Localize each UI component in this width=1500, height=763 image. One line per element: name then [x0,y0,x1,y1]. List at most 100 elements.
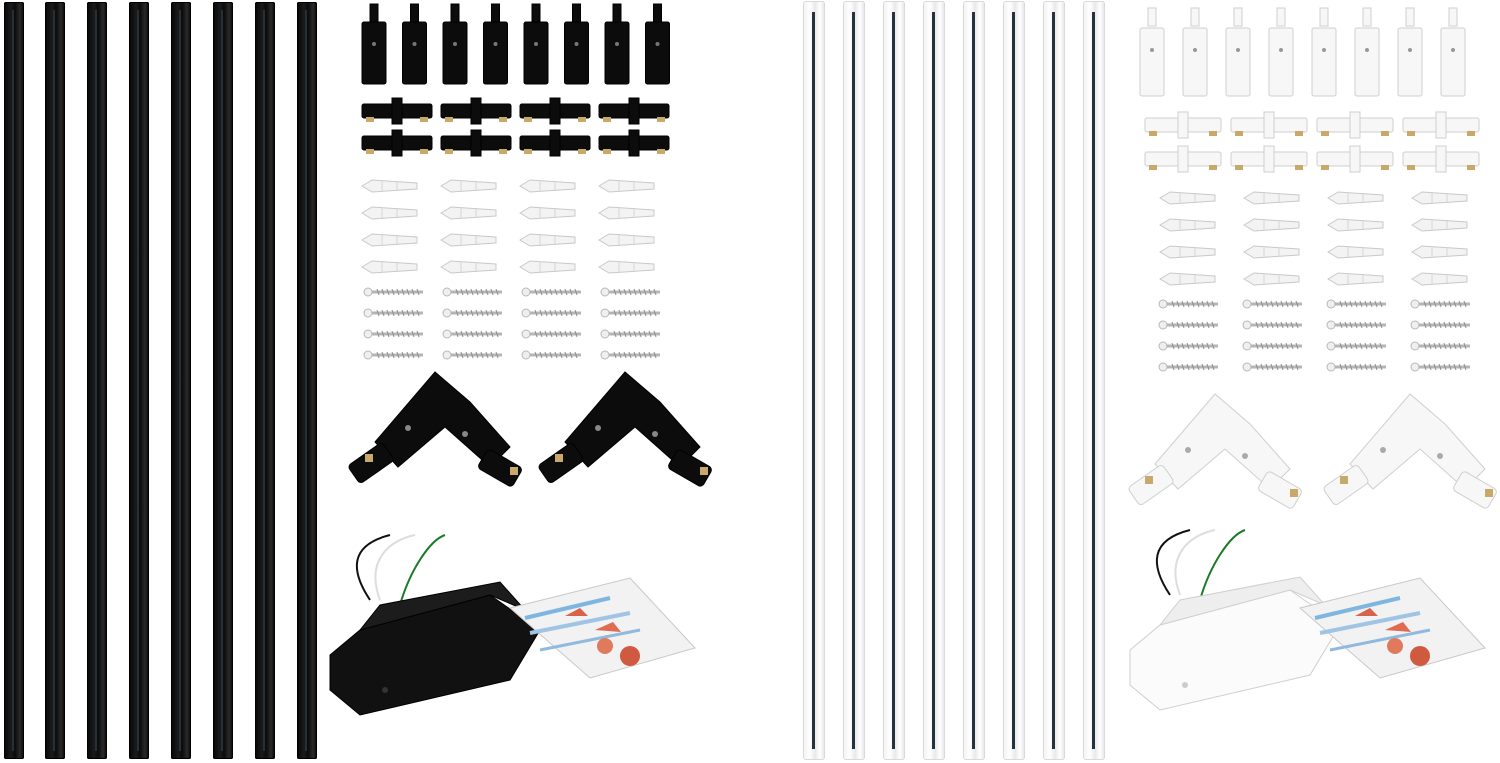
l-connector [538,371,712,487]
screw [363,350,423,360]
end-cap [1311,7,1337,97]
straight-connector [1230,145,1308,173]
straight-connector [1316,145,1394,173]
straight-connector [440,97,512,125]
l-connector [348,371,522,487]
screw [442,308,502,318]
wall-anchor [1243,191,1300,205]
end-cap [1397,7,1423,97]
screw [521,308,581,318]
end-cap [1354,7,1380,97]
wall-anchor [1159,245,1216,259]
track-rail [964,2,984,759]
screw [600,350,660,360]
track-rail [1084,2,1104,759]
hardware-parts [1128,7,1497,711]
straight-connector [440,129,512,157]
wall-anchor [519,260,576,274]
track-rail [129,2,149,759]
wall-anchor [598,179,655,193]
track-rail [45,2,65,759]
screw [1326,341,1386,351]
straight-connector [598,129,670,157]
wall-anchor [1159,218,1216,232]
track-rail [87,2,107,759]
track-rail [1004,2,1024,759]
screw [442,350,502,360]
end-cap [361,3,387,85]
end-cap [1139,7,1165,97]
screw [1410,299,1470,309]
screw [1326,320,1386,330]
screw [363,308,423,318]
hardware-parts [329,3,712,716]
wall-anchor [361,179,418,193]
screw [1326,299,1386,309]
end-cap [483,3,508,85]
wall-anchor [598,233,655,247]
end-cap [442,3,468,85]
screw [521,350,581,360]
track-rail [171,2,191,759]
wall-anchor [1327,191,1384,205]
end-cap [402,3,427,85]
screw [1242,299,1302,309]
straight-connector [1144,145,1222,173]
end-cap [1182,7,1208,97]
track-rail [4,2,24,759]
straight-connector [1402,145,1480,173]
screw [600,308,660,318]
straight-connector [1230,111,1308,139]
screw [521,287,581,297]
wall-anchor [1243,245,1300,259]
screw [1242,362,1302,372]
track-rail [297,2,317,759]
track-rail [844,2,864,759]
screw [363,287,423,297]
wall-anchor [1411,272,1468,286]
wall-anchor [598,206,655,220]
track-rail [213,2,233,759]
wall-anchor [440,179,497,193]
track-rail [255,2,275,759]
wall-anchor [440,206,497,220]
screw [1410,341,1470,351]
live-end-feed-box [1129,529,1341,711]
screw [363,329,423,339]
wall-anchor [1243,272,1300,286]
wire-nut-bag [1298,577,1486,679]
track-rail [924,2,944,759]
straight-connector [1144,111,1222,139]
wall-anchor [361,206,418,220]
screw [1242,341,1302,351]
screw [1158,362,1218,372]
wall-anchor [519,206,576,220]
wall-anchor [1411,218,1468,232]
wall-anchor [1327,245,1384,259]
wall-anchor [1243,218,1300,232]
wall-anchor [361,260,418,274]
screw [1410,320,1470,330]
track-rail [1044,2,1064,759]
wall-anchor [1411,191,1468,205]
track-rail [884,2,904,759]
screw [1410,362,1470,372]
screw [1242,320,1302,330]
wall-anchor [519,179,576,193]
screw [600,329,660,339]
wall-anchor [361,233,418,247]
wall-anchor [598,260,655,274]
wall-anchor [1327,218,1384,232]
straight-connector [519,97,591,125]
end-cap [1440,7,1466,97]
straight-connector [519,129,591,157]
screw [442,329,502,339]
end-cap [1225,7,1251,97]
straight-connector [361,97,433,125]
live-end-feed-box [329,534,541,716]
screw [1158,299,1218,309]
wall-anchor [1159,272,1216,286]
black-kit-panel [4,2,712,759]
straight-connector [598,97,670,125]
end-cap [1268,7,1294,97]
